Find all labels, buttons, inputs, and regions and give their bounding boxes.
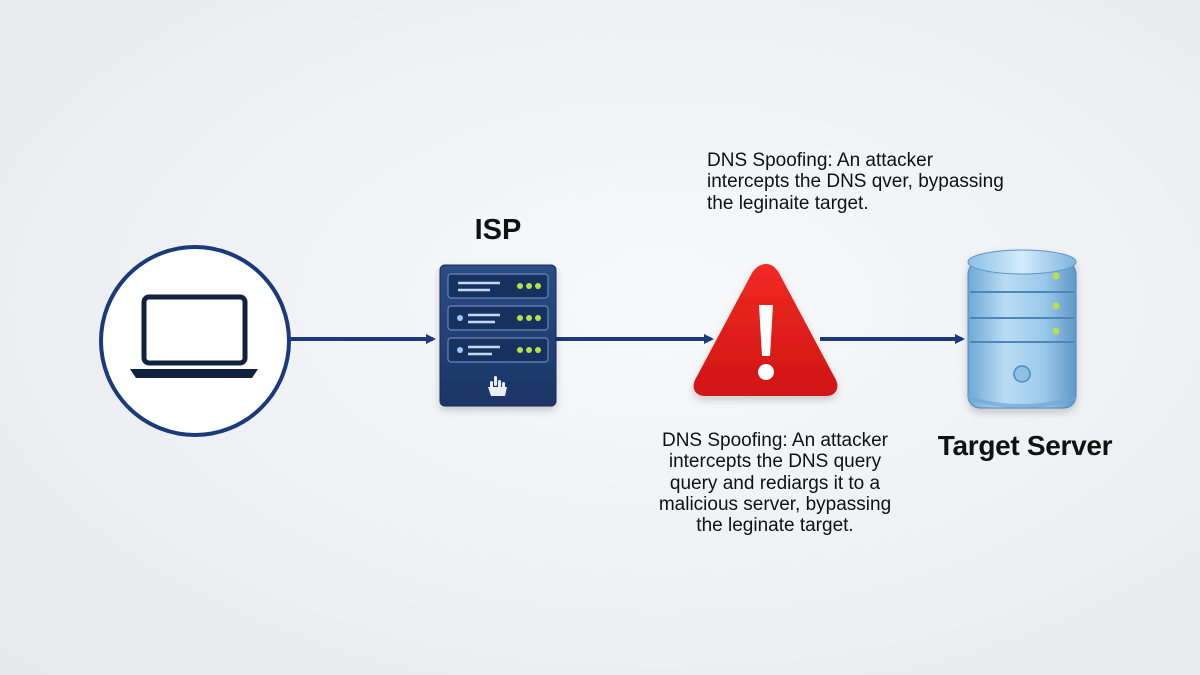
- isp-node: [439, 264, 557, 407]
- hand-pointer-icon: [488, 376, 507, 396]
- attack-node: [693, 264, 838, 396]
- laptop-icon: [130, 294, 258, 378]
- client-node: [99, 245, 291, 437]
- server-rack-icon: [439, 264, 557, 407]
- server-tower-icon: [967, 249, 1077, 409]
- warning-triangle-icon: [693, 264, 838, 396]
- target-node: [967, 249, 1077, 409]
- target-server-label: Target Server: [937, 430, 1113, 461]
- isp-label: ISP: [474, 214, 522, 246]
- dns-spoofing-note-bottom: DNS Spoofing: An attacker intercepts the…: [658, 430, 892, 537]
- dns-spoofing-note-top: DNS Spoofing: An attacker intercepts the…: [707, 150, 1004, 214]
